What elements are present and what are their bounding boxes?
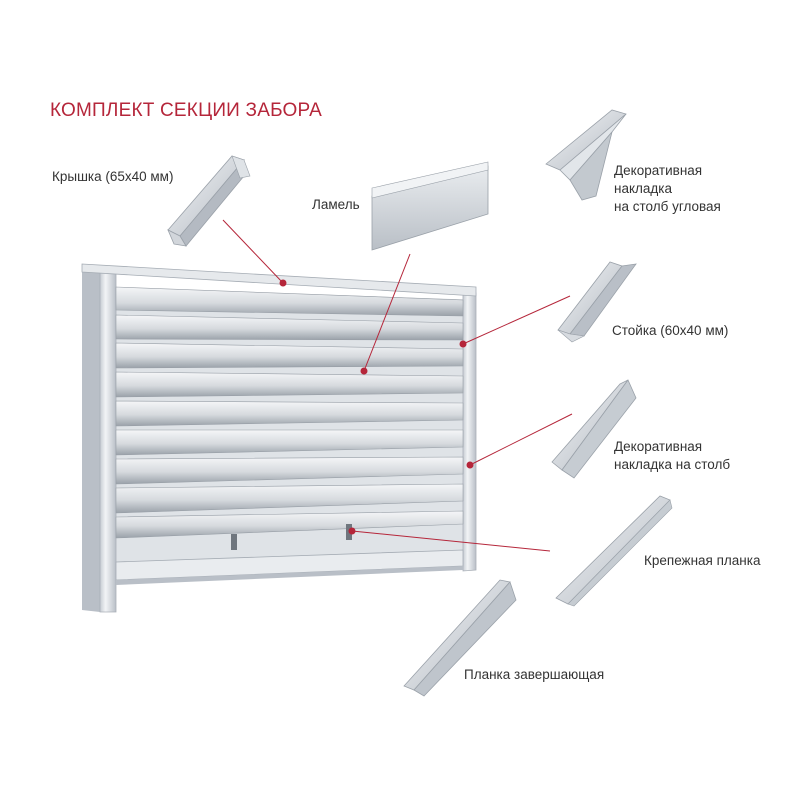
leader-dot-cover bbox=[279, 279, 287, 287]
leader-dot-post-overlay bbox=[466, 461, 474, 469]
leader-dot-mounting-strip bbox=[348, 527, 356, 535]
fence-slat bbox=[115, 286, 464, 317]
label-line: Планка завершающая bbox=[464, 667, 605, 682]
corner-overlay-part bbox=[545, 109, 627, 201]
label-line: на столб угловая bbox=[614, 199, 721, 214]
fence-slat bbox=[115, 510, 464, 539]
fence-slat bbox=[115, 371, 464, 398]
label-finishing-strip: Планка завершающая bbox=[464, 666, 604, 684]
label-line: Декоративная bbox=[614, 163, 703, 178]
fence-slat bbox=[115, 429, 464, 456]
leader-dot-lamel bbox=[360, 367, 368, 375]
leader-dot-post bbox=[459, 340, 467, 348]
cover-part bbox=[167, 155, 251, 247]
leader-line-mounting-strip bbox=[351, 530, 551, 552]
mounting-stub bbox=[231, 534, 237, 550]
fence-slat bbox=[115, 342, 464, 369]
diagram-title: КОМПЛЕКТ СЕКЦИИ ЗАБОРА bbox=[50, 100, 322, 121]
fence-slat bbox=[115, 483, 464, 514]
label-line: накладка на столб bbox=[614, 457, 731, 472]
label-corner-overlay: Декоративная накладка на столб угловая bbox=[614, 162, 721, 216]
leader-line-post-overlay bbox=[469, 413, 573, 466]
mounting-strip-part bbox=[555, 495, 673, 607]
leader-line-post bbox=[462, 295, 571, 345]
post-part bbox=[557, 261, 637, 343]
label-line: Крышка (65x40 мм) bbox=[52, 169, 174, 184]
label-mounting-strip: Крепежная планка bbox=[644, 552, 760, 570]
label-lamel: Ламель bbox=[312, 196, 360, 214]
leader-lines bbox=[222, 219, 573, 552]
post-overlay-part bbox=[551, 379, 637, 479]
fence-slats bbox=[115, 286, 464, 539]
leader-line-cover bbox=[222, 219, 284, 284]
label-line: Декоративная bbox=[614, 439, 703, 454]
top-cover-bar bbox=[81, 263, 477, 297]
fence-slat bbox=[115, 314, 464, 341]
label-line: Крепежная планка bbox=[644, 553, 761, 568]
label-post-overlay: Декоративная накладка на столб bbox=[614, 438, 730, 474]
label-post: Стойка (60x40 мм) bbox=[612, 322, 728, 340]
right-post bbox=[462, 291, 477, 572]
fence-section bbox=[81, 263, 477, 613]
fence-slat bbox=[115, 456, 464, 485]
finishing-strip-part bbox=[403, 579, 517, 697]
label-line: накладка bbox=[614, 181, 672, 196]
fence-slat bbox=[115, 400, 464, 427]
leader-line-lamel bbox=[363, 253, 411, 372]
label-cover: Крышка (65x40 мм) bbox=[52, 168, 173, 186]
label-line: Ламель bbox=[312, 197, 360, 212]
lamel-part bbox=[371, 161, 489, 251]
label-line: Стойка (60x40 мм) bbox=[612, 323, 729, 338]
left-post bbox=[82, 267, 117, 613]
